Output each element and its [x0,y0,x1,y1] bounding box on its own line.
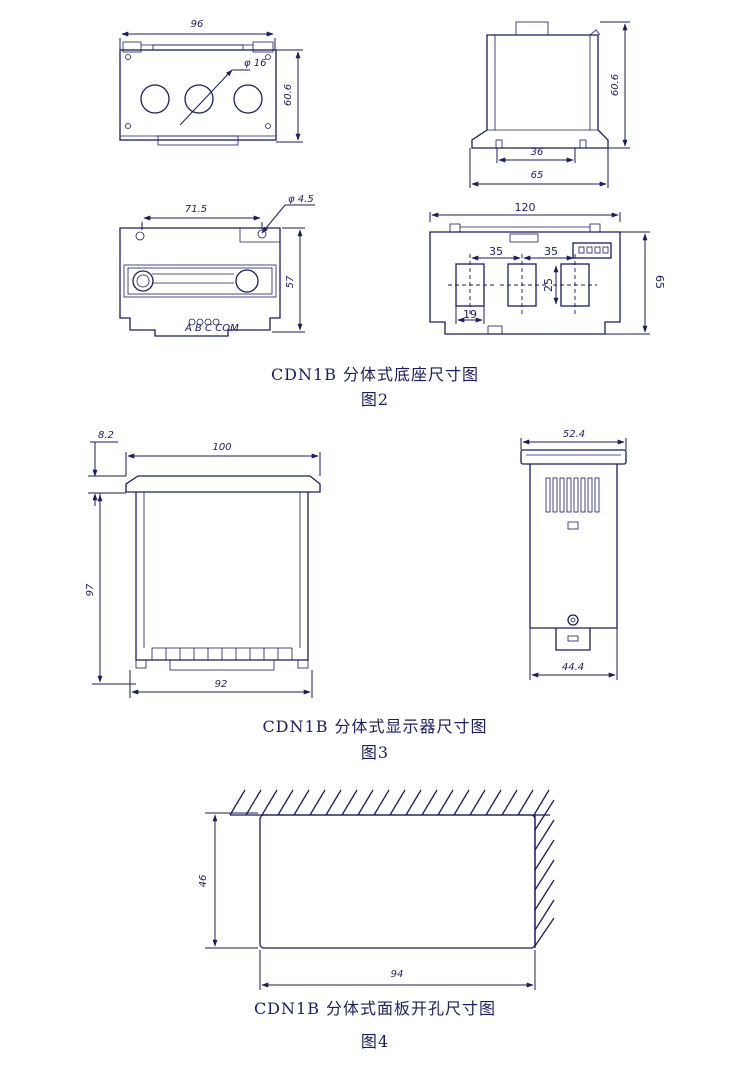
dim-top-height: 60.6 [283,84,294,106]
dim-side-body: 44.4 [562,662,584,673]
dim-right-gap2: 35 [544,245,558,258]
dim-hole-dia: φ 16 [244,58,267,69]
display-front-view: 8.2 100 97 92 [85,430,321,698]
dim-side-height: 60.6 [610,74,621,96]
figure4-title: CDN1B 分体式面板开孔尺寸图 [254,999,496,1018]
base-top-view: 96 φ 16 60.6 [119,19,303,146]
dim-top-width: 96 [191,19,204,30]
dim-body-width: 92 [215,679,228,690]
dim-side-outer: 65 [531,170,544,181]
dim-side-inner: 36 [531,147,544,158]
terminal-labels: A B C COM [184,323,239,334]
dim-right-gap1: 35 [489,245,503,258]
panel-cutout: 46 94 [198,789,555,990]
dim-right-win-w: 19 [463,308,477,321]
dim-display-width: 100 [212,442,231,453]
figure3-title: CDN1B 分体式显示器尺寸图 [262,717,487,736]
display-side-view: 52.4 44.4 [520,429,627,680]
dim-front-offset: 71.5 [185,204,207,215]
figure4-label: 图4 [361,1032,389,1051]
dim-cutout-height: 46 [198,875,209,888]
dim-front-height: 57 [285,275,296,288]
dim-right-width: 120 [515,201,536,214]
dim-right-win-h: 25 [542,278,555,292]
dim-cutout-width: 94 [391,969,404,980]
figure3-label: 图3 [361,743,389,762]
dim-bezel-depth: 8.2 [98,430,114,441]
dim-right-height: 65 [653,275,666,289]
base-side-view: 60.6 36 65 [469,21,630,188]
hatch-right [534,799,555,947]
dim-front-hole: φ 4.5 [288,194,314,205]
vent-slots [545,477,600,513]
dim-display-height: 97 [85,583,96,596]
dim-side-width: 52.4 [563,429,585,440]
base-front-view: 71.5 φ 4.5 A B C COM 57 [119,194,315,337]
base-window-view: 120 35 35 25 19 65 [429,201,666,335]
figure2-title: CDN1B 分体式底座尺寸图 [271,365,479,384]
hatch-top [229,789,550,816]
figure2-label: 图2 [361,390,389,409]
